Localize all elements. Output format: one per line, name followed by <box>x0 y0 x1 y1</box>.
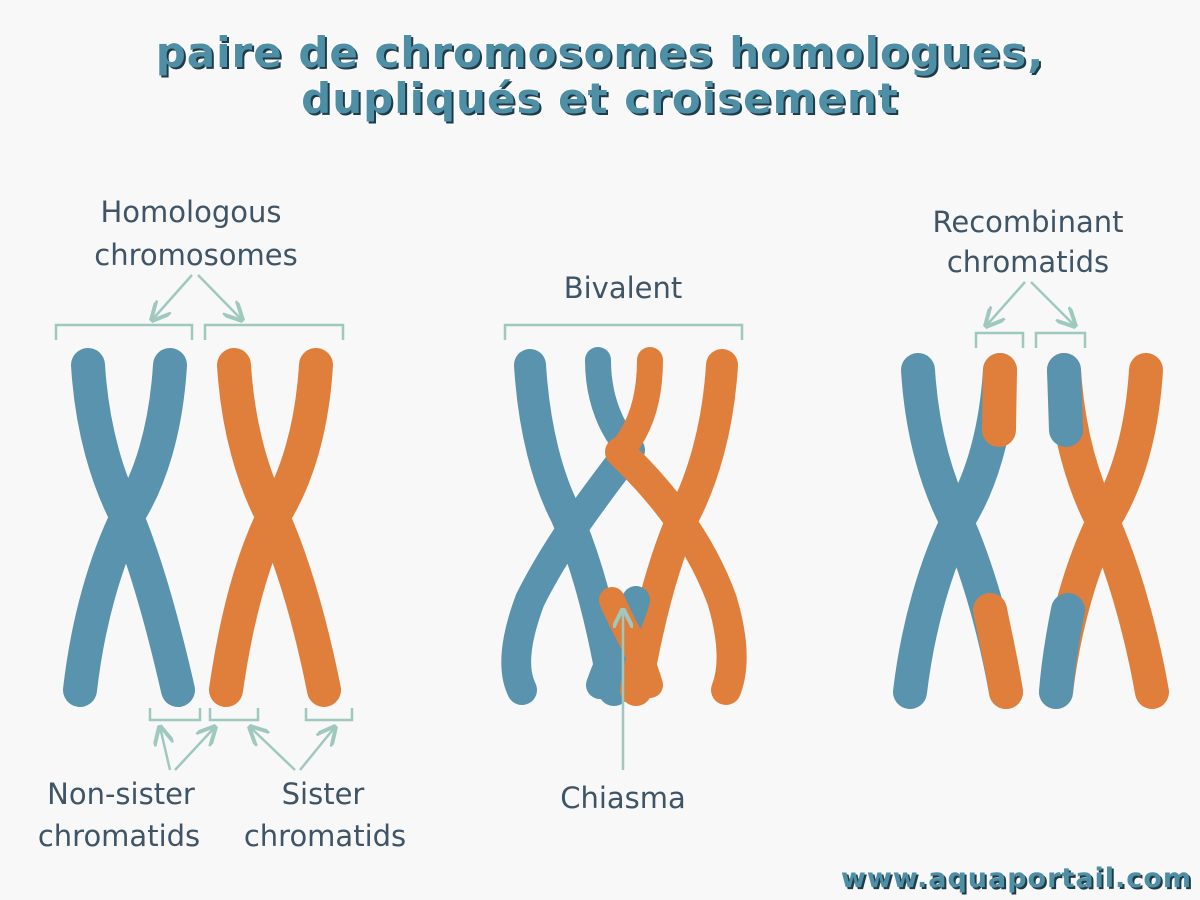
label-recombinant-line1: Recombinant <box>933 205 1124 239</box>
bivalent-blue-inner-arm <box>501 435 645 705</box>
diagram-title: paire de chromosomes homologues, dupliqu… <box>0 30 1200 122</box>
recombinant-right-blue-segment-bottom <box>1039 593 1085 709</box>
homologous-brackets <box>54 274 345 340</box>
bivalent-orange-inner-arm <box>605 437 747 705</box>
recombinant-right-blue-segment-top <box>1047 353 1083 447</box>
recombinant-brackets <box>974 281 1087 348</box>
label-recombinant-line2: chromatids <box>947 245 1109 279</box>
recombinant-left-orange-segment-bottom <box>973 593 1023 709</box>
panel-homologous-pair: Homologous chromosomes Non-sister chro <box>38 195 406 853</box>
arrow-recombinant-left <box>986 281 1026 326</box>
bracket-nonsister-orange <box>208 708 260 722</box>
label-homologous-line1: Homologous <box>101 195 282 229</box>
bracket-sister <box>304 708 354 722</box>
arrow-homologous-right <box>197 274 242 320</box>
title-line-1: paire de chromosomes homologues, <box>155 28 1045 77</box>
label-nonsister-line2: chromatids <box>38 819 200 853</box>
bracket-blue-chromosome <box>54 323 194 340</box>
label-nonsister-line1: Non-sister <box>47 777 195 811</box>
bracket-bivalent <box>503 323 744 340</box>
bracket-nonsister-blue <box>148 708 202 722</box>
recombinant-left-orange-segment-top <box>982 353 1017 447</box>
chromatid-blue-b <box>63 348 187 707</box>
panel-recombinant: Recombinant chromatids <box>893 205 1169 709</box>
chromatid-brackets <box>148 708 354 771</box>
arrow-recombinant-right <box>1030 281 1075 326</box>
chromosome-recombinant-left <box>893 353 1023 709</box>
chromosome-blue-left <box>63 348 195 707</box>
chromosome-recombinant-right <box>1039 353 1169 709</box>
arrow-sister-2 <box>299 727 335 771</box>
bracket-recombinant-orange <box>1034 331 1087 348</box>
label-bivalent: Bivalent <box>564 271 683 305</box>
arrow-homologous-left <box>152 274 193 320</box>
bracket-recombinant-blue <box>974 331 1025 348</box>
arrow-sister-1 <box>250 727 296 771</box>
label-sister-line2: chromatids <box>244 819 406 853</box>
label-sister-line1: Sister <box>282 777 365 811</box>
chromatid-orange-b <box>209 348 333 707</box>
bracket-orange-chromosome <box>203 323 345 340</box>
panel-bivalent: Bivalent Chiasma <box>501 271 747 815</box>
title-line-2: dupliqués et croisement <box>301 74 899 123</box>
watermark: www.aquaportail.com <box>840 863 1192 894</box>
chromosome-orange-left <box>209 348 341 707</box>
label-chiasma: Chiasma <box>560 781 686 815</box>
arrow-nonsister-2 <box>174 727 215 771</box>
bivalent-chromosomes <box>501 347 747 706</box>
arrow-nonsister-1 <box>160 727 170 771</box>
label-homologous-line2: chromosomes <box>94 238 297 272</box>
